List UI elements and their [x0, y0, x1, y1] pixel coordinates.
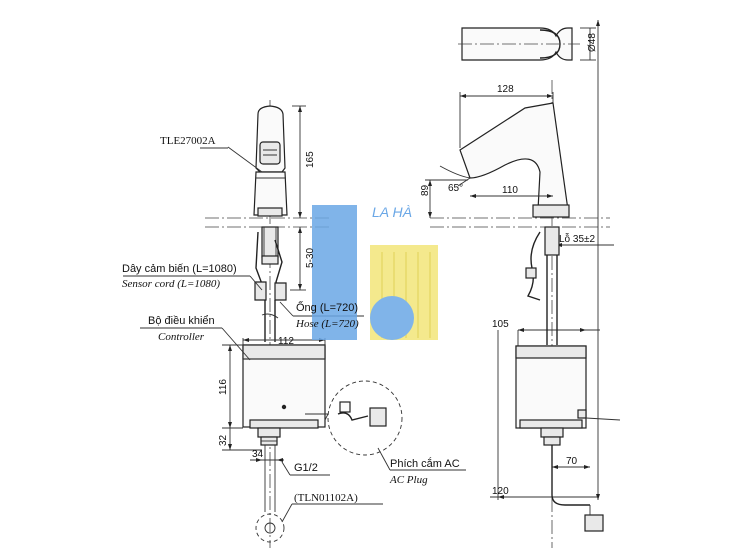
connector-model-label: (TLN01102A) [294, 492, 358, 504]
side-spout [457, 102, 570, 218]
dim-34: 34 [252, 449, 264, 460]
ac-plug-label-en: AC Plug [389, 474, 428, 486]
faucet-front-body [253, 105, 288, 217]
side-view [425, 20, 621, 548]
dim-120: 120 [492, 486, 509, 497]
ac-plug-label-vi: Phích cắm AC [390, 457, 460, 470]
front-dimensions [222, 105, 326, 462]
thread-leader [281, 461, 291, 476]
dim-110: 110 [502, 185, 518, 196]
dim-angle-65: 65° [448, 183, 463, 194]
sensor-cord-label-en: Sensor cord (L=1080) [122, 278, 220, 290]
front-view [123, 100, 466, 548]
plan-view [458, 27, 596, 61]
side-shank [525, 226, 560, 345]
dim-89: 89 [420, 184, 431, 196]
dim-70: 70 [566, 456, 578, 467]
sensor-cord-label-vi: Dây cảm biến (L=1080) [122, 263, 237, 275]
side-dimensions [425, 20, 614, 500]
controller-box [242, 344, 326, 446]
shank-and-cords [254, 226, 287, 342]
dim-48: Ø48 [587, 33, 598, 52]
model-label: TLE27002A [160, 135, 216, 147]
hose-down [255, 445, 285, 543]
controller-label-vi: Bộ điều khiển [148, 315, 215, 327]
dim-32: 32 [218, 434, 229, 446]
watermark-logo [312, 205, 438, 340]
controller-label-en: Controller [158, 331, 205, 343]
hole-label: Lỗ 35±2 [559, 232, 596, 245]
dim-112: 112 [278, 336, 294, 347]
dim-128: 128 [497, 84, 514, 95]
dim-165: 165 [305, 151, 316, 168]
watermark-text: LA HÀ [372, 204, 412, 220]
dim-5-30: 5-30 [305, 248, 316, 268]
dim-116: 116 [218, 379, 229, 395]
ac-plug-detail [305, 380, 466, 471]
watermark-circle [370, 296, 414, 340]
dim-105: 105 [492, 319, 509, 330]
thread-label: G1/2 [294, 462, 318, 474]
side-controller [515, 345, 621, 532]
hose-label-en: Hose (L=720) [295, 318, 359, 330]
hose-label-vi: Ống (L=720) [296, 300, 358, 314]
watermark-bar-blue [312, 205, 357, 340]
model-leader [227, 146, 263, 173]
